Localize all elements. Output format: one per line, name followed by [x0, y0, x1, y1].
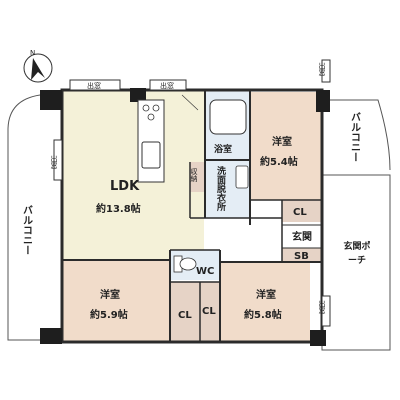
- bed-sw-name: 洋室: [100, 288, 120, 301]
- balcony-east-label: バルコニー: [349, 112, 361, 162]
- balcony-west-label: バルコニー: [21, 205, 33, 255]
- bed-se-name: 洋室: [256, 288, 276, 301]
- ldk-name: LDK: [110, 179, 140, 194]
- kitchen-sink-icon: [141, 141, 161, 169]
- room-sb: [282, 248, 322, 262]
- fridge-space: [181, 94, 199, 111]
- kitchen-counter: [137, 99, 165, 183]
- room-entrance: [282, 225, 322, 247]
- closet-a-label: CL: [178, 310, 192, 321]
- room-bedroom-sw: [62, 260, 170, 342]
- stove-icon: [142, 104, 160, 121]
- bed-ne-size: 約5.4帖: [260, 155, 298, 168]
- windows: [53, 59, 331, 327]
- balcony-west-outline: [7, 94, 41, 341]
- toilet-icon: [173, 255, 197, 273]
- washbasin-icon: [235, 165, 249, 189]
- window-label-left: 出窓: [50, 154, 58, 169]
- ldk-size: 約13.8帖: [96, 202, 141, 215]
- compass-label: N: [30, 49, 35, 57]
- balcony-east-outline: [322, 99, 391, 171]
- storage-label: 収納: [190, 168, 198, 183]
- columns: [40, 88, 330, 346]
- window-label-right-bottom: 出窓: [318, 299, 326, 314]
- room-bedroom-ne: [250, 92, 322, 200]
- bed-se-size: 約5.8帖: [244, 308, 282, 321]
- porch-label: 玄関ポーチ: [343, 242, 371, 266]
- window-label-top-right: 出窓: [160, 81, 174, 90]
- porch-label-box: 玄関ポーチ: [343, 242, 371, 266]
- bathtub-icon: [209, 99, 247, 135]
- room-closet-a: [170, 282, 200, 342]
- washroom-label: 洗面脱衣所: [215, 165, 226, 212]
- entrance-label: 玄関: [292, 230, 312, 243]
- room-closet-ne: [282, 200, 322, 222]
- closet-b-label: CL: [202, 306, 216, 317]
- walls: [60, 88, 324, 344]
- bed-sw-size: 約5.9帖: [90, 308, 128, 321]
- window-label-top-left: 出窓: [87, 81, 101, 90]
- room-bedroom-se: [220, 262, 310, 342]
- bed-ne-name: 洋室: [272, 135, 292, 148]
- bath-label: 浴室: [214, 143, 232, 155]
- room-ldk: [62, 90, 204, 260]
- compass-north-icon: N: [23, 49, 53, 83]
- wc-label: WC: [196, 266, 214, 277]
- closet-ne-label: CL: [293, 207, 307, 218]
- window-label-right-top: 出窓: [318, 61, 326, 76]
- porch-outline: [321, 174, 391, 351]
- room-storage: [190, 162, 205, 192]
- sb-label: SB: [294, 251, 309, 262]
- room-closet-b: [200, 282, 220, 342]
